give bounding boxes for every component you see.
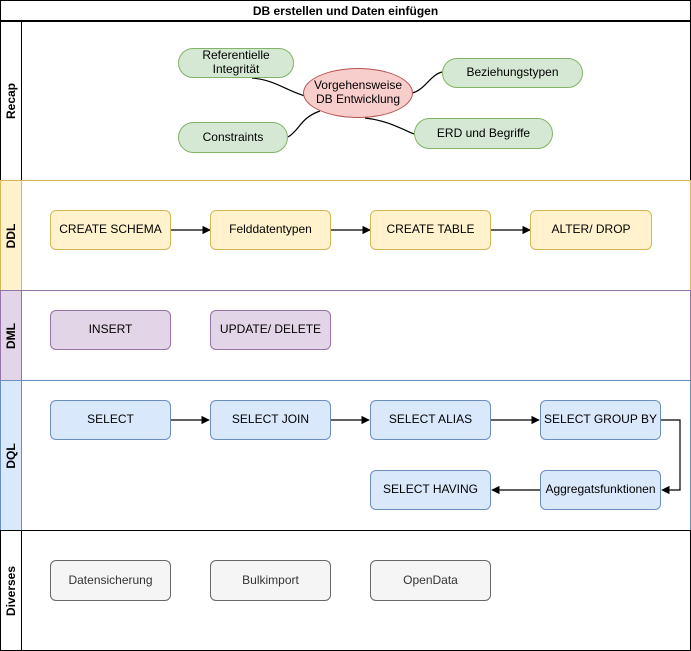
lane-dml-header: DML	[1, 291, 22, 380]
lane-diverses-header: Diverses	[1, 531, 22, 650]
mindmap-node-erd[interactable]: ERD und Begriffe	[414, 118, 553, 149]
dql-node-select-join[interactable]: SELECT JOIN	[210, 400, 331, 440]
mindmap-node-center[interactable]: Vorgehensweise DB Entwicklung	[303, 68, 413, 118]
dql-node-aggregatsfunktionen[interactable]: Aggregatsfunktionen	[540, 470, 661, 510]
mindmap-node-beziehungstypen[interactable]: Beziehungstypen	[442, 58, 583, 88]
dql-node-select-having[interactable]: SELECT HAVING	[370, 470, 491, 510]
dql-node-select-group-by[interactable]: SELECT GROUP BY	[540, 400, 661, 440]
ddl-node-create-table[interactable]: CREATE TABLE	[370, 210, 491, 250]
lane-dql-label: DQL	[4, 442, 18, 469]
lane-diverses-label: Diverses	[4, 565, 18, 616]
ddl-node-create-schema[interactable]: CREATE SCHEMA	[50, 210, 171, 250]
dml-node-update-delete[interactable]: UPDATE/ DELETE	[210, 310, 331, 350]
ddl-node-felddatentypen[interactable]: Felddatentypen	[210, 210, 331, 250]
diverses-node-opendata[interactable]: OpenData	[370, 560, 491, 601]
lane-ddl-header: DDL	[1, 181, 22, 290]
lane-dml-label: DML	[4, 322, 18, 349]
dql-node-select-alias[interactable]: SELECT ALIAS	[370, 400, 491, 440]
lane-recap-header: Recap	[1, 21, 22, 180]
dql-node-select[interactable]: SELECT	[50, 400, 171, 440]
lane-ddl-label: DDL	[4, 223, 18, 248]
dml-node-insert[interactable]: INSERT	[50, 310, 171, 350]
diagram-title: DB erstellen und Daten einfügen	[0, 0, 691, 22]
mindmap-node-referentielle[interactable]: Referentielle Integrität	[178, 48, 294, 78]
lane-dql-header: DQL	[1, 381, 22, 530]
lane-recap-label: Recap	[4, 82, 18, 119]
diverses-node-datensicherung[interactable]: Datensicherung	[50, 560, 171, 601]
mindmap-node-constraints[interactable]: Constraints	[178, 122, 288, 153]
diverses-node-bulkimport[interactable]: Bulkimport	[210, 560, 331, 601]
ddl-node-alter-drop[interactable]: ALTER/ DROP	[530, 210, 652, 250]
